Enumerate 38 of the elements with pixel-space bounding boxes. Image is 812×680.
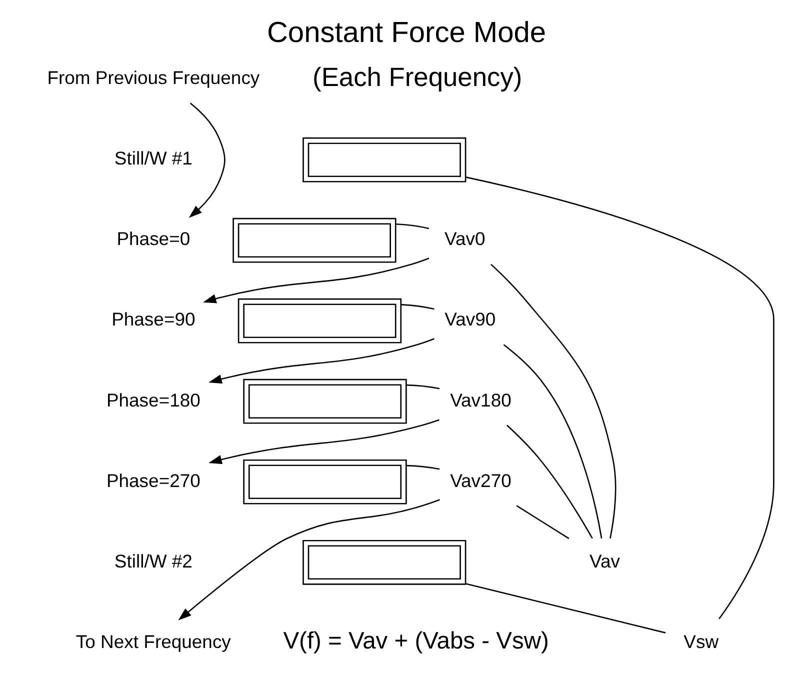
node-text: Phase=270 <box>106 470 200 491</box>
connector <box>516 505 569 540</box>
node-text: Vav <box>589 550 620 572</box>
node-text: Still/W #2 <box>114 550 192 572</box>
connector <box>465 176 774 620</box>
connector <box>406 464 440 470</box>
arrow <box>208 419 439 464</box>
connector <box>400 304 434 310</box>
node-box <box>242 459 406 504</box>
connector <box>506 424 592 539</box>
node-box <box>232 218 396 263</box>
node-text: Phase=0 <box>116 228 190 250</box>
node-text: Vav90 <box>444 308 496 330</box>
node-box <box>242 378 406 424</box>
node-text: Vav270 <box>450 470 511 491</box>
label: (Each Frequency) <box>312 62 522 92</box>
arrow <box>208 338 434 384</box>
node-box <box>302 540 466 585</box>
node-text: Vsw <box>683 630 718 652</box>
node-text: To Next Frequency <box>75 630 230 652</box>
label: V(f) = Vav + (Vabs - Vsw) <box>282 628 548 655</box>
arrow <box>178 499 440 620</box>
node-box <box>237 298 402 344</box>
connector <box>490 264 616 538</box>
node-text: Phase=180 <box>106 389 200 410</box>
connector <box>406 384 440 390</box>
connector <box>465 583 666 634</box>
connector <box>502 344 602 538</box>
node-text: From Previous Frequency <box>46 67 260 88</box>
node-text: Vav0 <box>444 228 485 250</box>
node-text: Vav180 <box>450 389 511 410</box>
node-text: Still/W #1 <box>114 148 192 169</box>
connector <box>396 224 429 230</box>
node-text: Phase=90 <box>111 308 195 330</box>
diagram-title: Constant Force Mode <box>266 16 546 49</box>
arrow <box>202 258 429 304</box>
arrow <box>188 102 225 218</box>
node-box <box>302 137 466 182</box>
